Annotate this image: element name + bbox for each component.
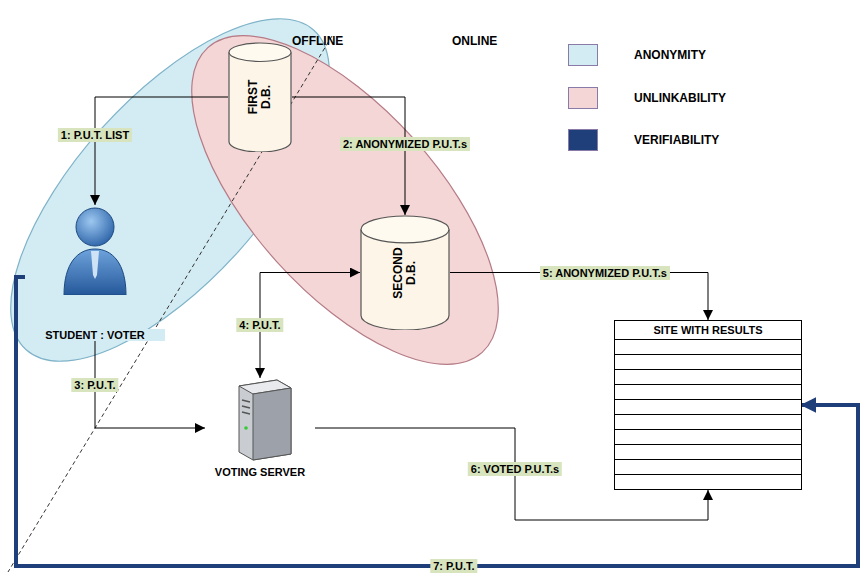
flow-connector [292, 97, 405, 215]
legend-swatch [568, 129, 598, 151]
database: FIRST D.B. [228, 42, 292, 152]
table-rows [615, 340, 801, 489]
voting-server: VOTING SERVER [205, 378, 315, 478]
node-title: VOTING SERVER [205, 466, 315, 478]
database-name: FIRST D.B. [247, 80, 273, 115]
edge-label: 4: P.U.T. [236, 318, 283, 332]
legend-swatch [568, 87, 598, 109]
region-label: ONLINE [452, 34, 497, 48]
results-site: SITE WITH RESULTS [614, 320, 802, 490]
database-name: SECOND D.B. [392, 247, 418, 298]
region-label: OFFLINE [292, 34, 343, 48]
edge-label: 2: ANONYMIZED P.U.T.s [340, 137, 470, 151]
unlinkability-region [139, 0, 550, 414]
legend-text: VERIFIABILITY [634, 133, 719, 147]
node-title: STUDENT : VOTER [25, 329, 165, 341]
edge-label: 3: P.U.T. [71, 378, 118, 392]
edge-label: 7: P.U.T. [430, 559, 477, 573]
server-icon [225, 378, 295, 462]
flow-connector [450, 273, 708, 321]
edge-label: 5: ANONYMIZED P.U.T.s [540, 266, 670, 280]
person-icon [60, 205, 130, 295]
edge-label: 6: VOTED P.U.T.s [468, 462, 562, 476]
legend-text: ANONYMITY [634, 48, 706, 62]
offline-online-divider [8, 36, 332, 572]
legend-swatch [568, 44, 598, 66]
legend-text: UNLINKABILITY [634, 91, 726, 105]
voter: STUDENT : VOTER [25, 205, 165, 341]
flow-connector [95, 97, 228, 205]
edge-label: 1: P.U.T. LIST [58, 128, 132, 142]
database: SECOND D.B. [360, 215, 450, 330]
node-title: SITE WITH RESULTS [615, 321, 801, 340]
